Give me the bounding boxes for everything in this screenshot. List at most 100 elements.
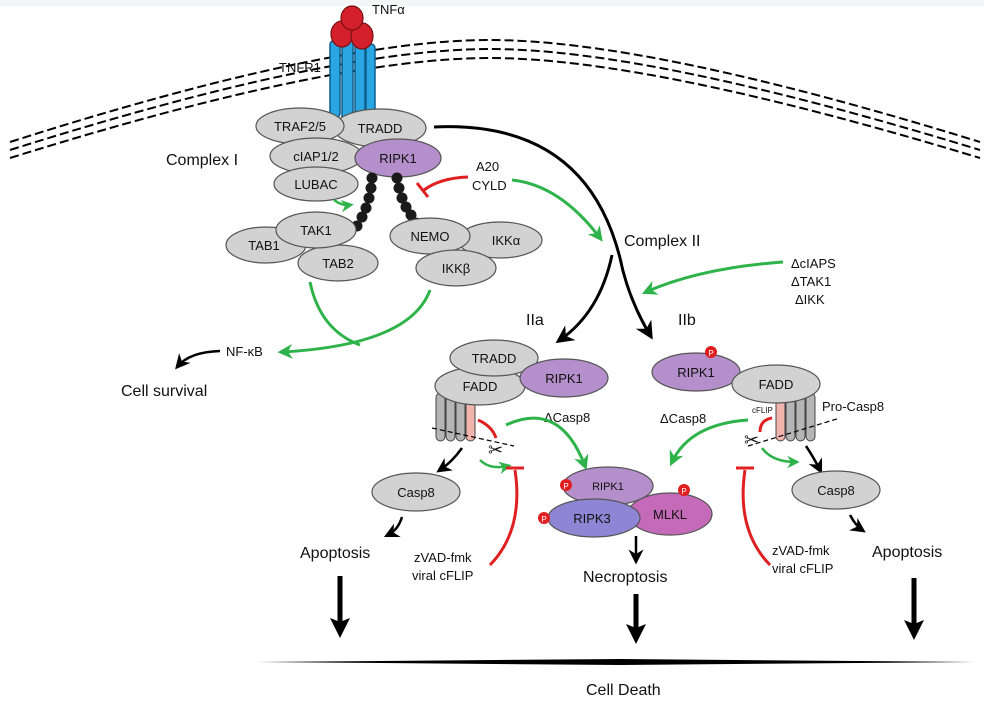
cyld-label: CYLD <box>472 178 507 193</box>
arrow-a20-to-complex-ii <box>511 178 603 242</box>
delta-ikk-label: ΔIKK <box>795 292 825 307</box>
arrow-iia-to-necrosome <box>505 416 589 471</box>
svg-text:TAB2: TAB2 <box>322 256 354 271</box>
top-bar <box>0 0 984 6</box>
node-tab2: TAB2 <box>297 244 379 282</box>
arrow-casp8-to-apoptosis-left <box>383 516 404 538</box>
arrow-iia-green-down <box>479 459 512 474</box>
svg-text:RIPK1: RIPK1 <box>545 371 583 386</box>
svg-text:TAK1: TAK1 <box>300 223 332 238</box>
svg-text:cIAP1/2: cIAP1/2 <box>293 149 339 164</box>
node-traf2-5: TRAF2/5 <box>255 107 345 145</box>
zvad-left-label: zVAD-fmk <box>414 550 472 565</box>
svg-text:TRAF2/5: TRAF2/5 <box>274 119 326 134</box>
cell-death-label: Cell Death <box>586 682 661 699</box>
svg-text:TRADD: TRADD <box>358 121 403 136</box>
node-casp8-iia: Casp8 <box>371 472 461 512</box>
arrow-deletions-to-complex-ii <box>641 260 784 295</box>
phospho-ripk1-necrosome: P <box>560 479 572 491</box>
arrow-ikk-to-nfkb <box>277 289 432 359</box>
delta-casp8-left-label: ΔCasp8 <box>544 410 590 425</box>
node-lubac: LUBAC <box>273 166 359 202</box>
svg-text:IKKα: IKKα <box>492 233 521 248</box>
inhibit-zvad-right <box>741 469 772 567</box>
arrow-casp8-to-apoptosis-right <box>848 514 866 533</box>
svg-text:RIPK1: RIPK1 <box>379 151 417 166</box>
phospho-mlkl: P <box>678 484 690 496</box>
apoptosis-left-label: Apoptosis <box>300 545 370 562</box>
arrow-iib-to-necrosome <box>669 418 749 467</box>
node-ripk1-complex-i: RIPK1 <box>354 138 442 178</box>
inhibit-a20-cyld <box>423 175 469 192</box>
inhibit-bar-a20-cyld <box>415 182 430 198</box>
casp8-barrel-iia <box>435 392 476 442</box>
phospho-ripk3: P <box>538 512 550 524</box>
svg-text:TRADD: TRADD <box>472 351 517 366</box>
svg-text:P: P <box>708 349 713 358</box>
inhibit-iia-barrel <box>477 418 498 439</box>
iib-label: IIb <box>678 312 696 329</box>
inhibit-zvad-left <box>488 469 519 567</box>
svg-text:NEMO: NEMO <box>411 229 450 244</box>
scissors-icon-iia: ✂ <box>488 440 503 460</box>
cleavage-line-iib <box>747 417 841 447</box>
apoptosis-right-label: Apoptosis <box>872 544 942 561</box>
svg-text:LUBAC: LUBAC <box>294 177 337 192</box>
tnf-alpha-ligand <box>330 5 374 50</box>
node-ikka: IKKα <box>457 221 543 259</box>
svg-text:TAB1: TAB1 <box>248 238 280 253</box>
node-tak1: TAK1 <box>275 211 357 249</box>
node-ripk1-iia: RIPK1 <box>519 358 609 398</box>
arrow-to-iia <box>555 254 614 344</box>
svg-text:FADD: FADD <box>759 377 794 392</box>
cflip-small-label: cFLIP <box>752 406 773 415</box>
svg-text:P: P <box>681 487 686 496</box>
node-ikkb: IKKβ <box>415 249 497 287</box>
phospho-ripk1-iib: P <box>705 346 717 358</box>
arrow-nfkb-to-survival <box>175 349 221 370</box>
inhibit-iib-barrel <box>758 416 773 433</box>
tnfr1-label: TNFR1 <box>279 60 321 75</box>
arrow-lubac-to-tak1 <box>333 198 354 213</box>
node-mlkl: MLKL <box>627 492 713 536</box>
cleavage-line-iia <box>431 427 515 447</box>
scissors-icon-iib: ✂ <box>744 430 759 450</box>
node-nemo: NEMO <box>389 217 471 255</box>
nfkb-label: NF-κB <box>226 344 263 359</box>
arrow-complex-i-to-ii <box>433 125 653 340</box>
a20-label: A20 <box>476 159 499 174</box>
cell-survival-label: Cell survival <box>121 383 207 400</box>
svg-text:MLKL: MLKL <box>653 507 687 522</box>
node-tradd-iia: TRADD <box>449 339 539 377</box>
svg-text:P: P <box>563 482 568 491</box>
cell-membrane <box>9 38 981 159</box>
necroptosis-label: Necroptosis <box>583 569 667 586</box>
node-fadd-iia: FADD <box>434 366 526 406</box>
tnfa-label: TNFα <box>372 2 405 17</box>
svg-text:Casp8: Casp8 <box>817 483 855 498</box>
complex-i-label: Complex I <box>166 152 238 169</box>
tnfr1-receptor <box>329 37 376 123</box>
node-ripk1-iib: RIPK1 <box>651 352 741 392</box>
arrow-tab-to-nfkb <box>308 281 361 347</box>
svg-text:RIPK1: RIPK1 <box>677 365 715 380</box>
node-casp8-iib: Casp8 <box>791 470 881 510</box>
viral-cflip-left-label: viral cFLIP <box>412 568 473 583</box>
arrow-iib-green-down <box>760 447 800 469</box>
delta-casp8-right-label: ΔCasp8 <box>660 411 706 426</box>
svg-text:RIPK3: RIPK3 <box>573 511 611 526</box>
delta-ciaps-label: ΔcIAPS <box>791 256 836 271</box>
svg-text:IKKβ: IKKβ <box>442 261 470 276</box>
ubiquitin-chain-left <box>351 172 378 232</box>
arrow-iib-to-casp8 <box>804 445 823 475</box>
iia-label: IIa <box>526 312 544 329</box>
complex-ii-label: Complex II <box>624 233 700 250</box>
svg-text:Casp8: Casp8 <box>397 485 435 500</box>
svg-text:FADD: FADD <box>463 379 498 394</box>
node-fadd-iib: FADD <box>731 364 821 404</box>
viral-cflip-right-label: viral cFLIP <box>772 561 833 576</box>
pro-casp8-label: Pro-Casp8 <box>822 399 884 414</box>
zvad-right-label: zVAD-fmk <box>772 543 830 558</box>
svg-text:RIPK1: RIPK1 <box>592 481 624 493</box>
